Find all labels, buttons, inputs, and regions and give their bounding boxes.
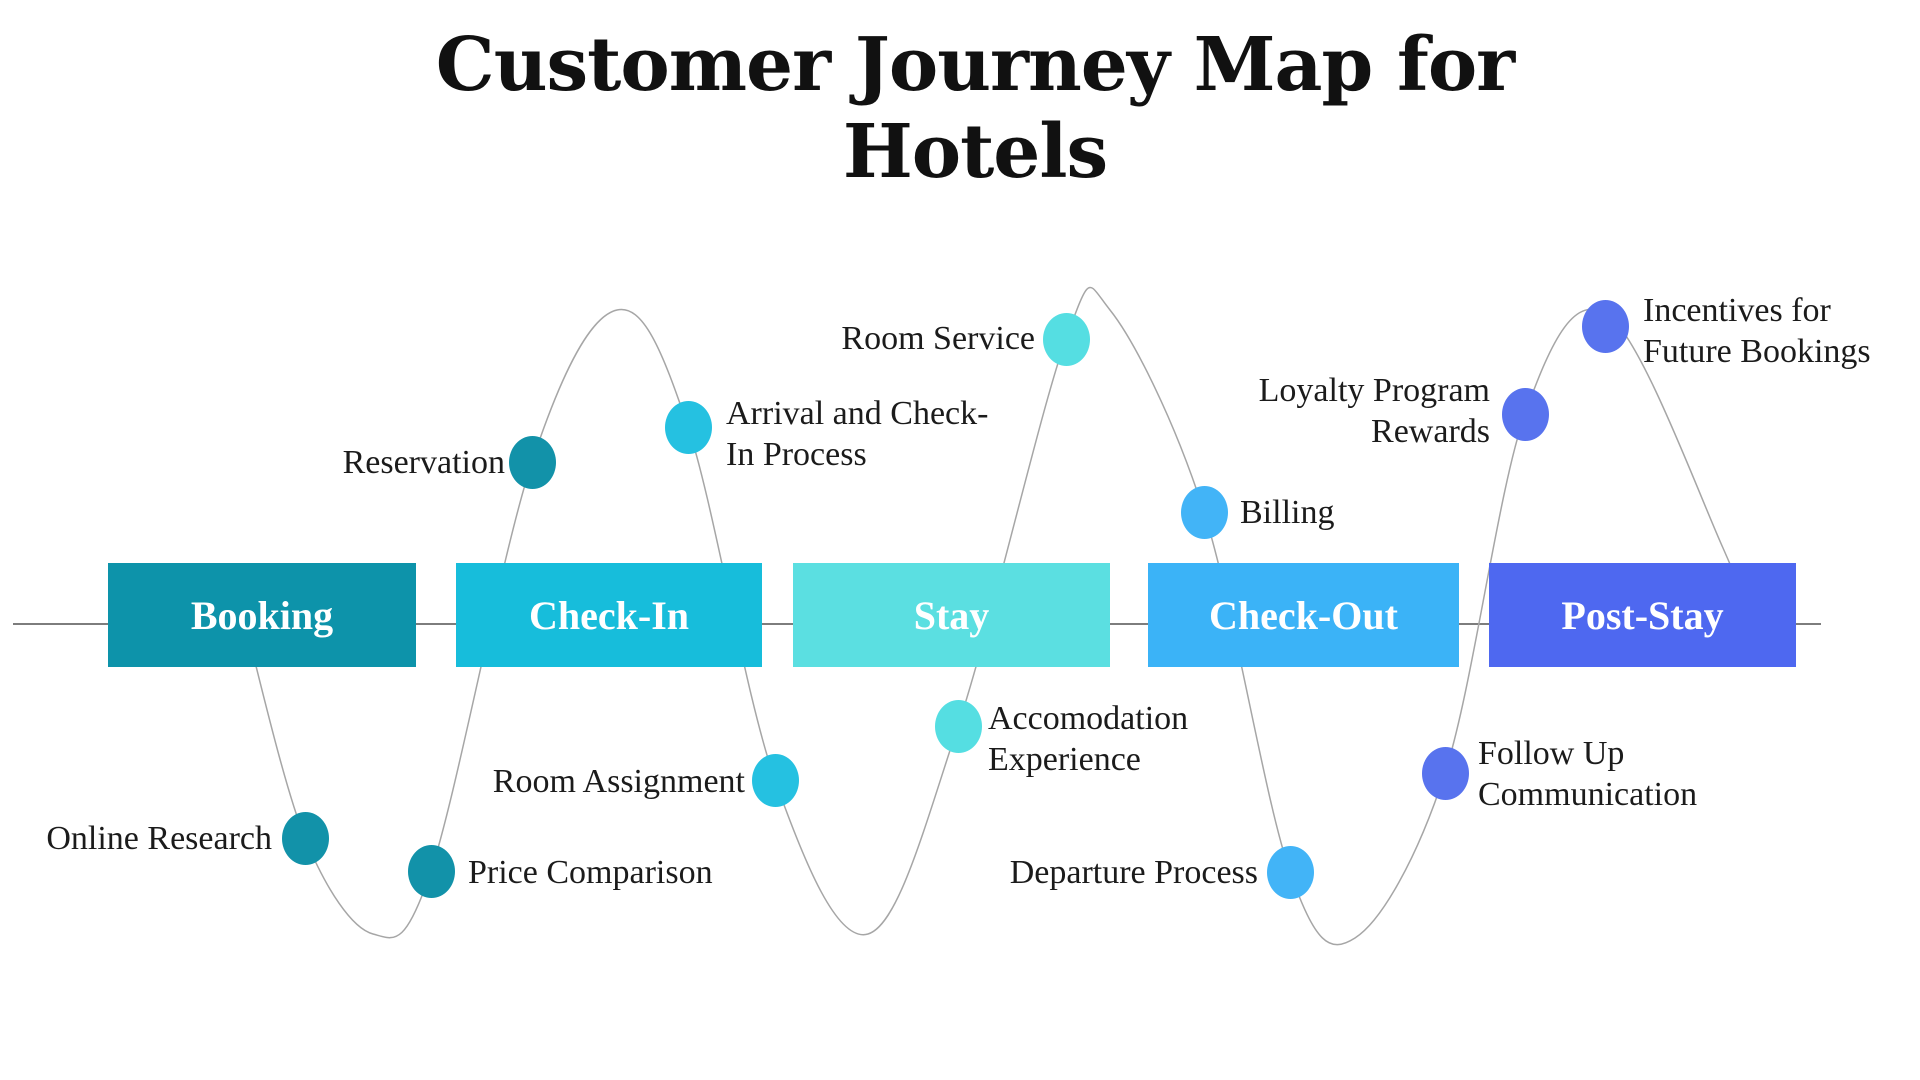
billing-label: Billing [1240, 492, 1334, 533]
arrival-check-in-dot [664, 400, 712, 454]
online-research-dot [281, 811, 329, 865]
stage-booking: Booking [108, 563, 416, 667]
accomodation-label-line-2: Experience [988, 740, 1141, 778]
stage-check-in: Check-In [456, 563, 762, 667]
follow-up-label-line-1: Follow Up [1478, 734, 1625, 772]
stage-label-stay: Stay [913, 592, 990, 638]
online-research-label-line-1: Online Research [46, 819, 272, 857]
room-service-label-line-1: Room Service [841, 319, 1035, 357]
page-title-line-1: Customer Journey Map for [435, 22, 1515, 108]
follow-up-label-line-2: Communication [1478, 775, 1698, 813]
page-title-line-2: Hotels [842, 109, 1108, 195]
room-service-label: Room Service [841, 318, 1035, 359]
reservation-dot [508, 435, 556, 489]
departure-label-line-1: Departure Process [1009, 853, 1258, 891]
online-research-label: Online Research [46, 818, 272, 859]
room-assignment-dot [751, 753, 799, 807]
billing-dot [1180, 485, 1228, 539]
loyalty-rewards-dot [1501, 387, 1549, 441]
accomodation-dot [934, 699, 982, 753]
billing-label-line-1: Billing [1240, 493, 1335, 531]
departure-dot [1266, 845, 1314, 899]
stage-label-check-in: Check-In [528, 592, 690, 638]
price-comparison-label: Price Comparison [468, 852, 713, 893]
room-service-dot [1042, 312, 1090, 366]
incentives-dot [1581, 299, 1629, 353]
stage-label-post-stay: Post-Stay [1561, 592, 1724, 638]
arrival-check-in-label: Arrival and Check-In Process [726, 393, 988, 475]
journey-curve [244, 286, 1759, 946]
room-assignment-label-line-1: Room Assignment [492, 762, 745, 800]
incentives-label-line-1: Incentives for [1643, 291, 1831, 329]
loyalty-rewards-label-line-1: Loyalty Program [1258, 371, 1490, 409]
price-comparison-label-line-1: Price Comparison [468, 853, 713, 891]
stage-label-booking: Booking [190, 592, 334, 638]
incentives-label-line-2: Future Bookings [1643, 332, 1871, 370]
arrival-check-in-label-line-2: In Process [726, 435, 867, 473]
room-assignment-label: Room Assignment [493, 761, 745, 802]
follow-up-dot [1421, 746, 1469, 800]
stage-label-check-out: Check-Out [1209, 592, 1398, 638]
stage-stay: Stay [793, 563, 1110, 667]
stage-post-stay: Post-Stay [1489, 563, 1796, 667]
arrival-check-in-label-line-1: Arrival and Check- [726, 394, 989, 432]
price-comparison-dot [407, 844, 455, 898]
accomodation-label-line-1: Accomodation [988, 699, 1189, 737]
page-title: Customer Journey Map for Hotels [360, 22, 1590, 196]
reservation-label-line-1: Reservation [342, 443, 505, 481]
loyalty-rewards-label-line-2: Rewards [1371, 412, 1490, 450]
departure-label: Departure Process [1010, 852, 1258, 893]
stage-check-out: Check-Out [1148, 563, 1459, 667]
reservation-label: Reservation [343, 442, 505, 483]
